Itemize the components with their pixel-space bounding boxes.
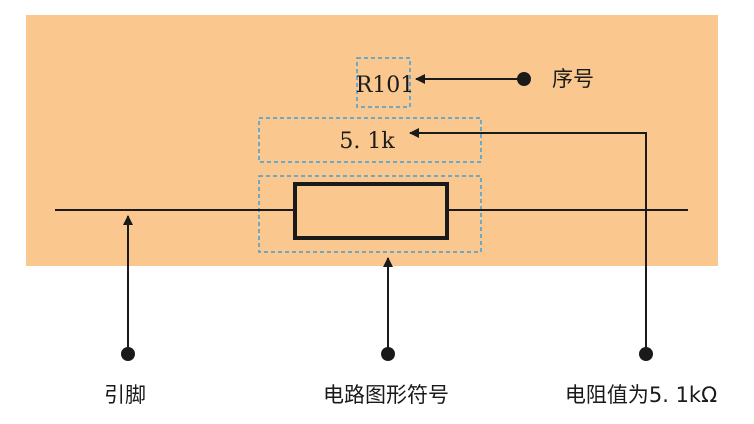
pin-callout-label: 引脚 <box>104 383 146 407</box>
symbol-callout-label: 电路图形符号 <box>323 383 449 407</box>
designator-label: R101 <box>356 73 415 98</box>
value-callout-label: 电阻值为5. 1kΩ <box>565 383 717 407</box>
value-arrow <box>409 128 647 354</box>
value-label: 5. 1k <box>339 129 395 154</box>
symbol-dashed-box <box>258 175 482 253</box>
symbol-arrow-dot <box>381 347 395 361</box>
resistor-body <box>293 182 449 240</box>
serial-callout-label: 序号 <box>552 67 594 91</box>
serial-arrow-dot <box>517 72 531 86</box>
value-arrow-dot <box>639 347 653 361</box>
pin-arrow-dot <box>121 347 135 361</box>
designator-dashed-box <box>356 57 411 108</box>
